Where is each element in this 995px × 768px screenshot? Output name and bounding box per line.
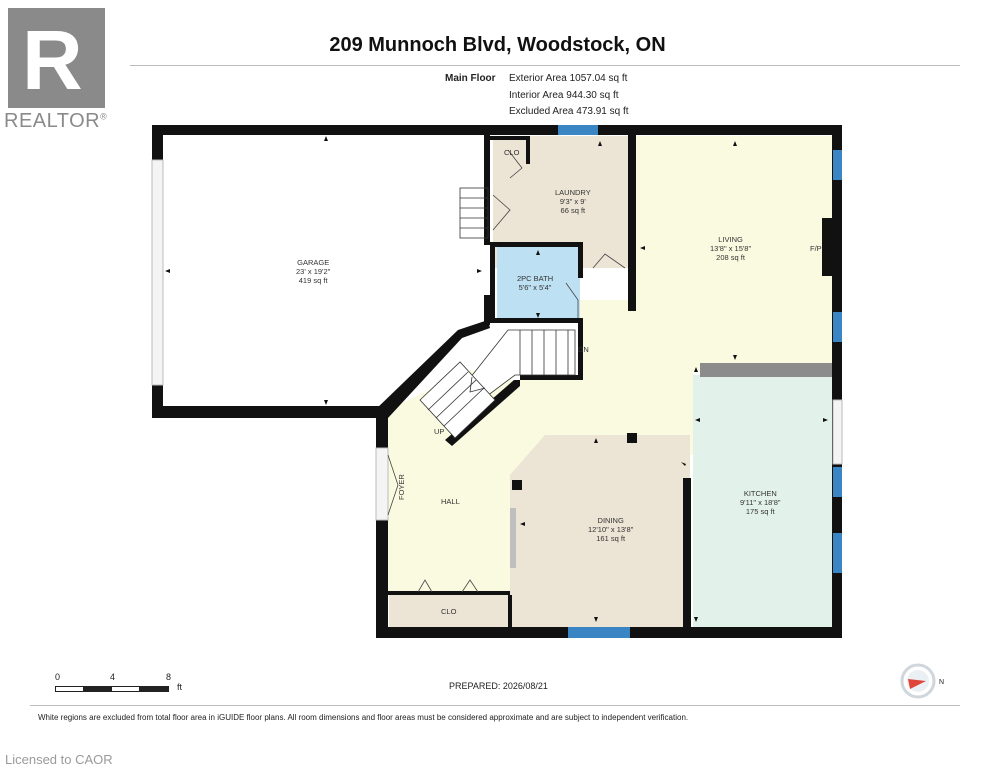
dining-area: 161 sq ft [596,534,626,543]
closet-bottom-label: CLO [441,607,457,616]
front-door [375,447,389,521]
living-label: LIVING 13'8" x 15'8" 208 sq ft [710,235,751,262]
closet-top-label: CLO [504,148,520,157]
hall-label: HALL [441,497,460,506]
laundry-name: LAUNDRY [555,188,591,197]
license-text: Licensed to CAOR [5,752,113,767]
fireplace-label: F/P [810,244,822,253]
dining-dims: 12'10" x 13'8" [588,525,634,534]
stairs [419,187,576,439]
garage-name: GARAGE [297,258,330,267]
realtor-logo: R [8,8,105,108]
scale-segment-4 [139,686,169,692]
footer-divider [30,705,960,706]
interior-area: Interior Area 944.30 sq ft [509,89,619,101]
logo-text: REALTOR [4,110,101,132]
dining-partition [510,508,516,568]
realtor-wordmark: REALTOR® [4,110,107,133]
garage-area: 419 sq ft [298,276,328,285]
living-area: 208 sq ft [716,253,745,262]
dimension-arrows [165,136,828,622]
kitchen-area: 175 sq ft [745,507,775,516]
living-name: LIVING [718,235,743,244]
scale-segment-1 [55,686,84,692]
dining-name: DINING [597,516,624,525]
kitchen-dims: 9'11" x 18'8" [740,498,781,507]
foyer-label: FOYER [397,474,406,500]
kitchen-floor [693,375,833,627]
scale-unit: ft [177,682,183,692]
living-floor [580,136,833,430]
bath-floor [497,244,580,320]
garage-door [151,159,164,386]
garage-dims: 23' x 19'2" [296,267,331,276]
title-divider [130,65,960,66]
scale-bar: 0 4 8 ft [55,672,195,696]
closet-bottom-floor [389,595,510,627]
garage-label: GARAGE 23' x 19'2" 419 sq ft [296,258,330,285]
angled-wall [375,320,490,418]
kitchen-name: KITCHEN [743,489,777,498]
scale-tick-0: 0 [55,672,61,682]
closet-top-floor [497,140,527,178]
laundry-area: 66 sq ft [560,206,586,215]
bath-dims: 5'6" x 5'4" [518,283,552,292]
scale-segment-3 [111,686,140,692]
prepared-date: PREPARED: 2026/08/21 [449,681,548,691]
bath-name: 2PC BATH [517,274,554,283]
doors [387,149,626,593]
dining-label: DINING 12'10" x 13'8" 161 sq ft [588,516,633,543]
page-title: 209 Munnoch Blvd, Woodstock, ON [329,34,666,56]
kitchen-counter [700,363,832,377]
living-dims: 13'8" x 15'8" [710,244,752,253]
disclaimer: White regions are excluded from total fl… [38,713,689,722]
scale-tick-4: 4 [110,672,116,682]
windows [558,125,842,638]
scale-segment-2 [83,686,112,692]
scale-tick-8: 8 [166,672,172,682]
excluded-area: Excluded Area 473.91 sq ft [509,106,629,117]
laundry-dims: 9'3" x 9' [559,197,586,206]
floor-label: Main Floor [445,73,496,84]
exterior-area: Exterior Area 1057.04 sq ft [509,73,628,84]
compass-north-label: N [939,679,945,686]
stairs-up-label: UP [434,427,445,436]
dining-floor [510,435,690,628]
compass-icon [900,663,936,699]
stairs-down-label: DN [578,345,589,354]
logo-letter: R [22,13,83,107]
laundry-label: LAUNDRY 9'3" x 9' 66 sq ft [555,188,591,215]
bath-label: 2PC BATH 5'6" x 5'4" [517,274,553,292]
kitchen-label: KITCHEN 9'11" x 18'8" 175 sq ft [740,489,781,516]
sliding-door [832,399,843,465]
registered-mark: ® [100,111,108,122]
